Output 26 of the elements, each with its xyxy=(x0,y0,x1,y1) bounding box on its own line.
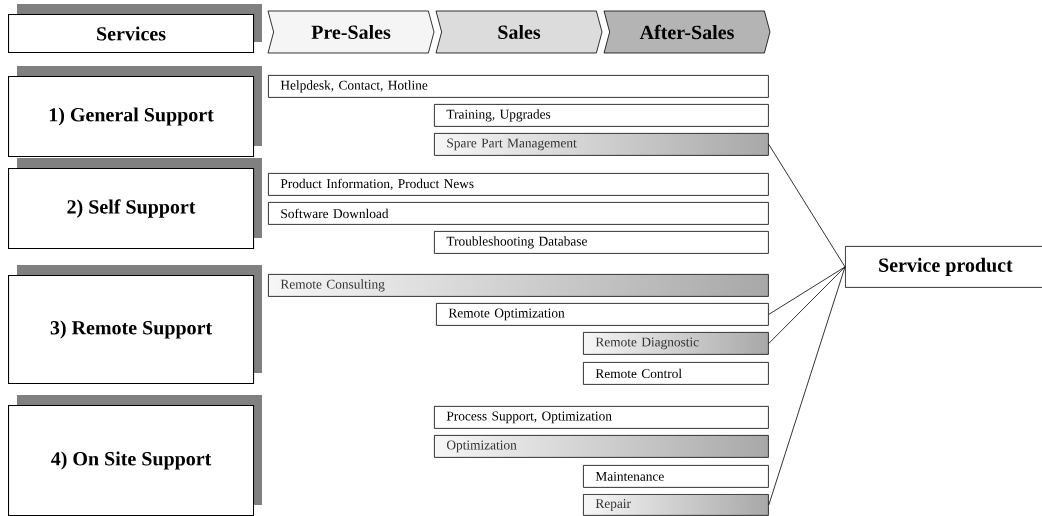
service-bar: Training, Upgrades xyxy=(434,104,769,127)
category-box: 2) Self Support xyxy=(8,158,262,250)
service-bar: Maintenance xyxy=(583,465,769,488)
connector-line xyxy=(768,144,846,268)
connector-line xyxy=(768,266,846,344)
category-box: 3) Remote Support xyxy=(8,265,262,385)
category-box: 4) On Site Support xyxy=(8,395,262,516)
phase-step: Sales xyxy=(435,10,603,54)
phase-step: After-Sales xyxy=(603,10,771,54)
service-bar: Remote Control xyxy=(583,362,769,385)
service-bar: Repair xyxy=(583,494,769,516)
service-bar: Remote Consulting xyxy=(268,274,769,297)
phase-step: Pre-Sales xyxy=(267,10,435,54)
service-bar: Remote Optimization xyxy=(436,303,769,326)
service-bar: Process Support, Optimization xyxy=(434,406,769,429)
category-box: Services xyxy=(8,4,262,54)
service-bar: Troubleshooting Database xyxy=(434,231,769,254)
category-box: 1) General Support xyxy=(8,66,262,158)
service-bar: Product Information, Product News xyxy=(268,173,769,196)
connector-line xyxy=(768,266,846,506)
service-bar: Spare Part Management xyxy=(434,133,769,156)
service-bar: Helpdesk, Contact, Hotline xyxy=(268,75,769,98)
result-box: Service product xyxy=(845,246,1042,288)
service-bar: Optimization xyxy=(434,435,769,458)
service-bar: Software Download xyxy=(268,202,769,225)
service-bar: Remote Diagnostic xyxy=(583,332,769,355)
